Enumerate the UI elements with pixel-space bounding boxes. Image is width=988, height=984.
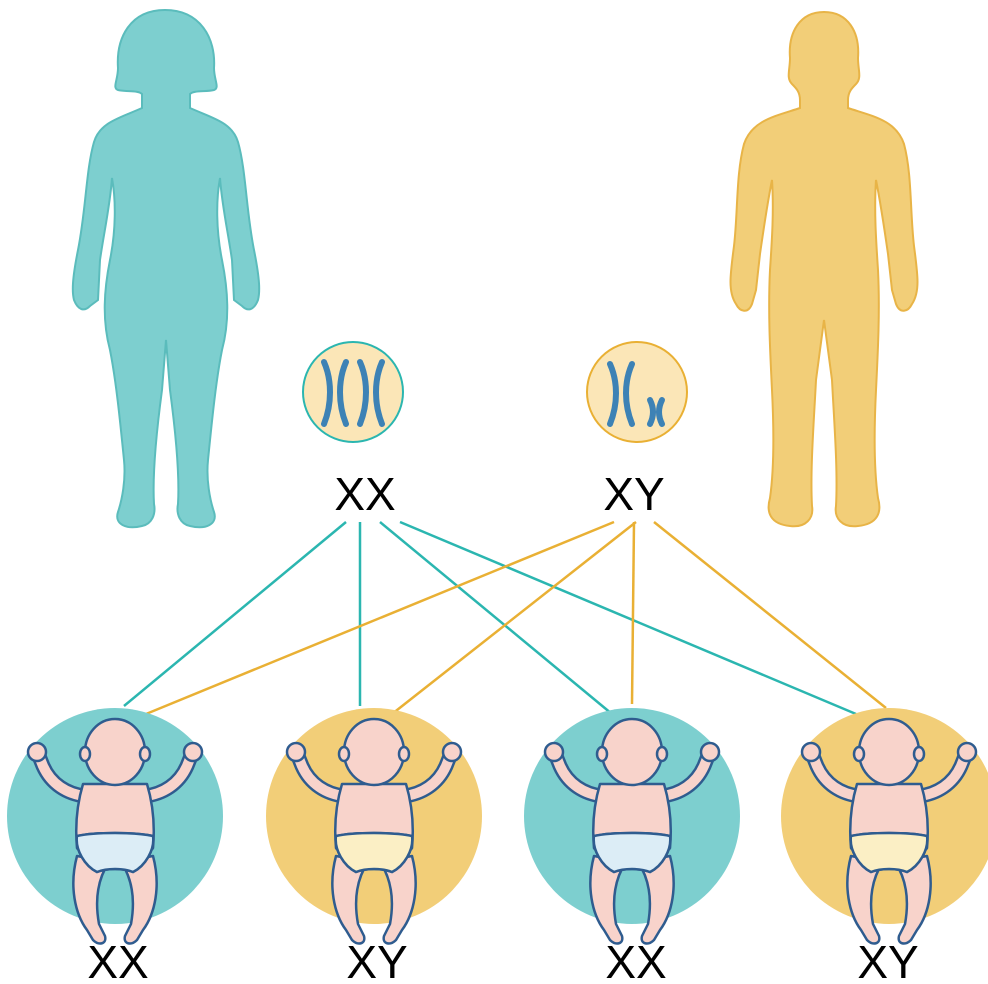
diaper	[594, 833, 671, 872]
male-silhouette-icon	[731, 12, 918, 526]
mother-lines	[124, 522, 856, 714]
offspring-2	[266, 708, 482, 943]
father-line-4	[654, 522, 886, 708]
offspring-1	[7, 708, 223, 943]
father-line-3	[632, 522, 634, 704]
offspring-3-genotype-label: XX	[605, 936, 666, 984]
mother-line-4	[400, 522, 856, 714]
mother-genotype-label: XX	[334, 468, 395, 520]
offspring-3	[524, 708, 740, 943]
mother-cell-xx-chromosome-icon	[303, 342, 403, 442]
offspring-1-genotype-label: XX	[87, 936, 148, 984]
diaper	[77, 833, 154, 872]
offspring-2-genotype-label: XY	[346, 936, 407, 984]
father-line-2	[392, 522, 636, 714]
diaper	[336, 833, 413, 872]
father-cell-xy-chromosome-icon	[587, 342, 687, 442]
father-genotype-label: XY	[603, 468, 664, 520]
father-line-1	[146, 522, 614, 714]
female-silhouette-icon	[73, 10, 259, 527]
diaper	[851, 833, 928, 872]
mother-line-3	[380, 522, 612, 714]
offspring-4	[781, 708, 988, 943]
father-lines	[146, 522, 886, 714]
offspring-4-genotype-label: XY	[857, 936, 918, 984]
